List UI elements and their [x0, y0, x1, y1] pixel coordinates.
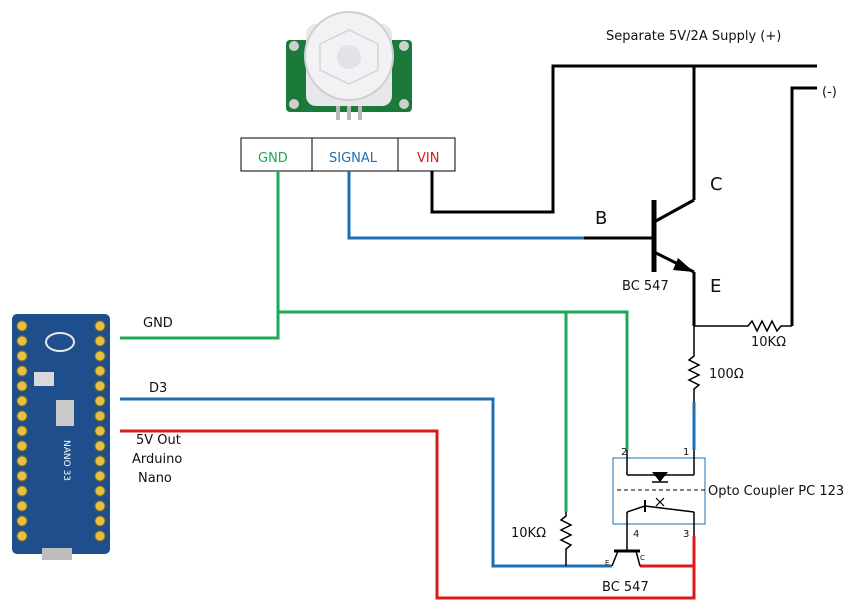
- gnd-wire-bus: [278, 310, 629, 450]
- arduino-pin-pad: [16, 440, 28, 452]
- arduino-pin-pad: [94, 470, 106, 482]
- resistor-10k-bottom: [559, 512, 573, 566]
- resistor-10k-top: [694, 319, 792, 333]
- arduino-pin-pad: [16, 365, 28, 377]
- signal-wire: [347, 171, 584, 240]
- optocoupler-label: Opto Coupler PC 123: [708, 484, 844, 499]
- arduino-pin-pad: [94, 410, 106, 422]
- arduino-pin-pad: [94, 500, 106, 512]
- arduino-gnd-label: GND: [143, 316, 173, 331]
- arduino-pin-pad: [16, 320, 28, 332]
- opto-pin-2: 2: [621, 447, 627, 458]
- vout-wire: [120, 429, 696, 600]
- optocoupler-pc123: 2 1 4 3: [612, 447, 706, 540]
- arduino-pin-pad: [16, 500, 28, 512]
- arduino-5v-label-3: Nano: [138, 471, 172, 486]
- arduino-pin-pad: [94, 350, 106, 362]
- sensor-pin-header: GND SIGNAL VIN: [240, 137, 456, 172]
- resistor-10k-bottom-label: 10KΩ: [511, 526, 546, 541]
- header-pin-signal: SIGNAL: [329, 151, 378, 166]
- arduino-pin-pad: [94, 440, 106, 452]
- opto-pin-1: 1: [683, 447, 689, 458]
- transistor-bc547-main: [584, 198, 696, 326]
- d3-wire: [120, 397, 612, 568]
- opto-pin-3: 3: [683, 529, 689, 540]
- arduino-pin-pad: [94, 530, 106, 542]
- arduino-pin-pad: [94, 380, 106, 392]
- supply-negative-label: (-): [822, 85, 837, 100]
- arduino-pin-pad: [16, 350, 28, 362]
- arduino-pin-column-right: [94, 320, 106, 542]
- small-transistor-e: E: [605, 559, 609, 567]
- arduino-silkscreen: NANO 33: [61, 440, 71, 481]
- resistor-100-label: 100Ω: [709, 367, 744, 382]
- emitter-label: E: [710, 276, 721, 297]
- base-label: B: [595, 208, 607, 229]
- arduino-pin-pad: [94, 320, 106, 332]
- arduino-pin-pad: [16, 530, 28, 542]
- arduino-5v-label-2: Arduino: [132, 452, 182, 467]
- arduino-pin-pad: [16, 515, 28, 527]
- pir-sensor-image: [286, 11, 412, 120]
- resistor-10k-top-label: 10KΩ: [751, 335, 786, 350]
- header-pin-vin: VIN: [417, 151, 439, 166]
- arduino-d3-label: D3: [149, 381, 167, 396]
- opto-pin-4: 4: [633, 529, 639, 540]
- arduino-pin-pad: [16, 425, 28, 437]
- arduino-pin-pad: [94, 515, 106, 527]
- negative-rail-wire: [790, 86, 817, 326]
- arduino-pin-pad: [16, 485, 28, 497]
- arduino-pin-pad: [16, 455, 28, 467]
- arduino-pin-pad: [94, 425, 106, 437]
- arduino-pin-pad: [94, 485, 106, 497]
- transistor-small-part-label: BC 547: [602, 580, 649, 595]
- transistor-main-part-label: BC 547: [622, 279, 669, 294]
- resistor-100: [687, 326, 701, 450]
- collector-label: C: [710, 174, 723, 195]
- transistor-bc547-small: E C: [605, 536, 645, 567]
- supply-positive-label: Separate 5V/2A Supply (+): [606, 29, 781, 44]
- arduino-pin-pad: [16, 470, 28, 482]
- arduino-5v-label-1: 5V Out: [136, 433, 181, 448]
- arduino-pin-pad: [94, 395, 106, 407]
- arduino-pin-pad: [94, 365, 106, 377]
- arduino-pin-column-left: [16, 320, 28, 542]
- vin-wire: [430, 64, 817, 214]
- arduino-pin-pad: [16, 380, 28, 392]
- small-transistor-c: C: [640, 554, 645, 562]
- arduino-pin-pad: [16, 335, 28, 347]
- arduino-pin-pad: [94, 335, 106, 347]
- arduino-pin-pad: [94, 455, 106, 467]
- gnd-wire-sensor: [120, 171, 280, 340]
- arduino-pin-pad: [16, 410, 28, 422]
- header-pin-gnd: GND: [258, 151, 288, 166]
- arduino-nano-board: NANO 33: [12, 314, 110, 560]
- arduino-pin-pad: [16, 395, 28, 407]
